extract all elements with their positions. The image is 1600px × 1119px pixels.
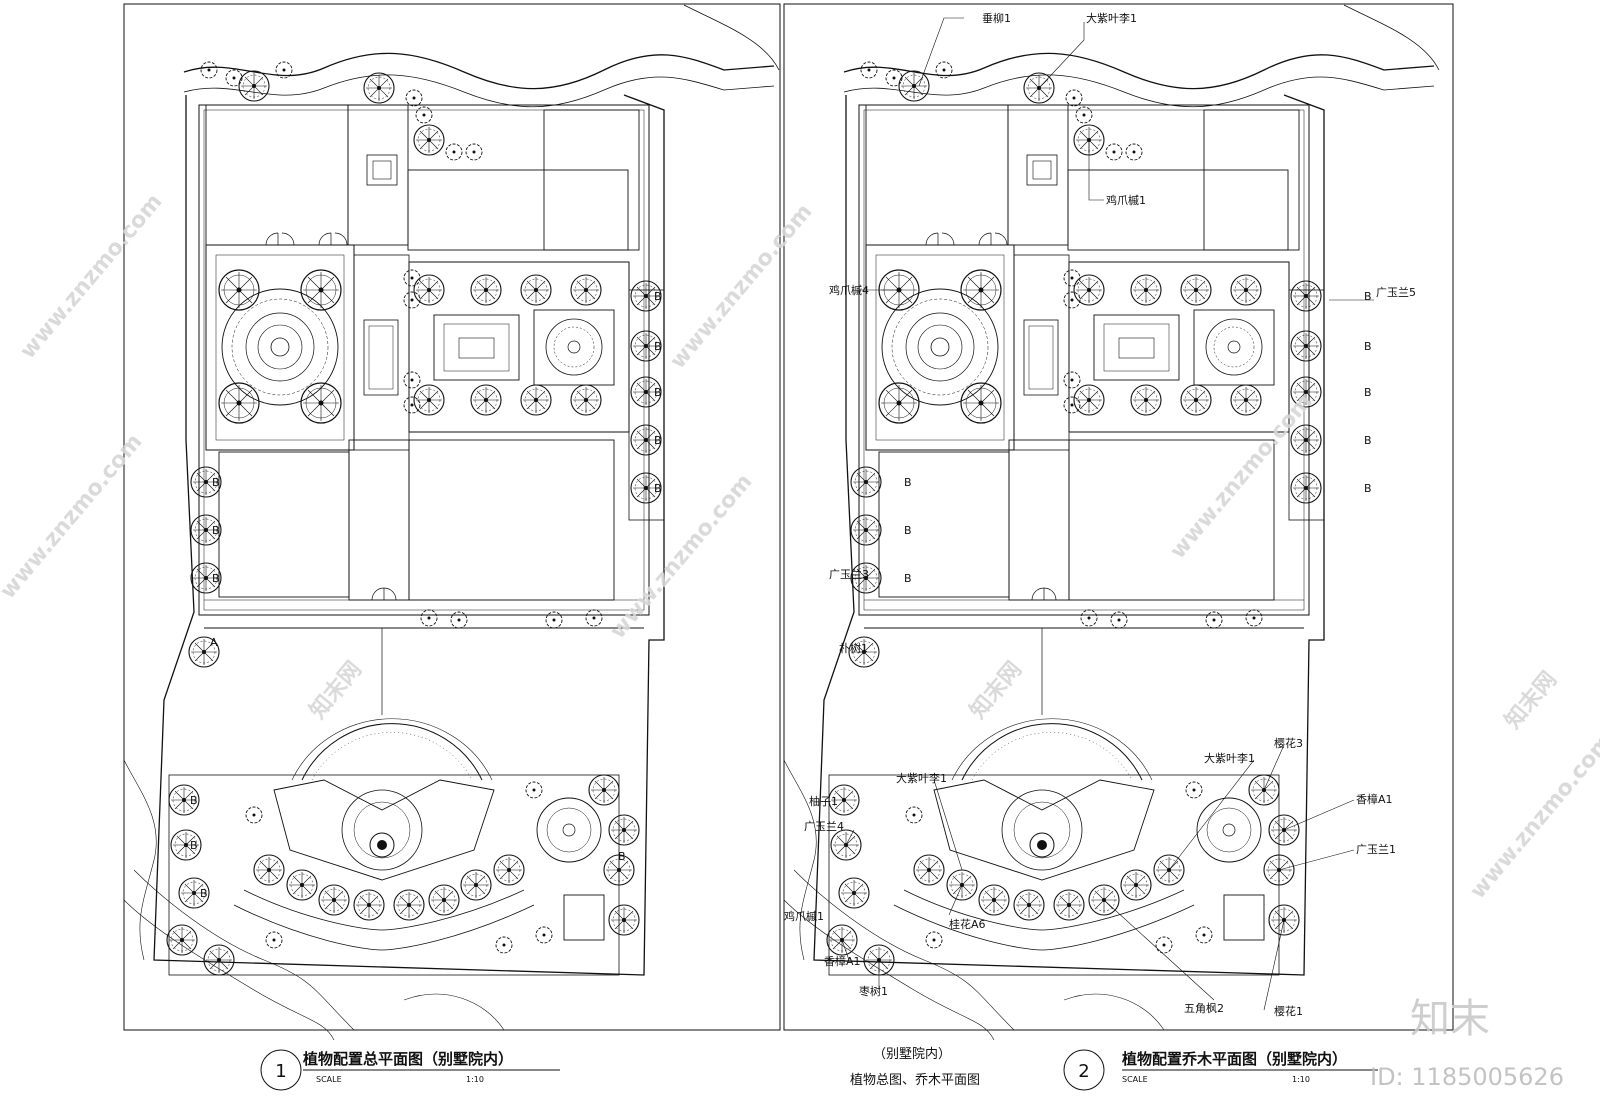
middle-caption-line2: 植物总图、乔木平面图 [850, 1073, 980, 1088]
panel1-frame [123, 3, 781, 1031]
panel2-scale-label: SCALE [1122, 1075, 1148, 1084]
label-yinghua3: 樱花3 [1274, 737, 1303, 750]
panel1-title-block: 1 植物配置总平面图（别墅院内） SCALE 1:10 [260, 1049, 560, 1091]
tag: B [1364, 434, 1372, 447]
watermark-brand: 知末网 [1500, 667, 1562, 734]
watermark-brand: 知末网 [965, 657, 1027, 724]
tag: B [904, 572, 912, 585]
tag: B [654, 340, 662, 353]
panel2-plan: B B B B B B B B [784, 5, 1439, 1040]
middle-caption-line1: （别墅院内） [873, 1046, 951, 1062]
label-dazi-right: 大紫叶李1 [1204, 751, 1255, 765]
watermark-site: www.znzmo.com [665, 199, 817, 373]
tag: B [1364, 386, 1372, 399]
panel1-number: 1 [275, 1061, 286, 1082]
watermark-id: ID: 1185005626 [1370, 1063, 1564, 1091]
tag: B [190, 794, 198, 807]
label-pushu: 朴树1 [839, 641, 868, 655]
tag: B [904, 476, 912, 489]
tag: B [904, 524, 912, 537]
watermark-site: www.znzmo.com [1465, 729, 1600, 903]
label-jizhua4: 鸡爪槭4 [829, 283, 869, 297]
panel2-title-block: 2 植物配置乔木平面图（别墅院内） SCALE 1:10 [1063, 1049, 1378, 1091]
label-zaoshu: 枣树1 [859, 984, 888, 998]
panel1-scale-label: SCALE [316, 1075, 342, 1084]
label-dazi-left: 大紫叶李1 [896, 771, 947, 785]
panel1-title: 植物配置总平面图（别墅院内） [303, 1050, 513, 1068]
tag: B [212, 524, 220, 537]
panel2-scale-value: 1:10 [1292, 1075, 1310, 1084]
tag: B [1364, 482, 1372, 495]
label-guangyu3: 广玉兰3 [829, 568, 869, 581]
middle-caption: （别墅院内） 植物总图、乔木平面图 [850, 1046, 980, 1088]
watermark-site: www.znzmo.com [15, 189, 167, 363]
label-xiangzhang-left: 香樟A1 [824, 954, 861, 968]
tag: B [654, 482, 662, 495]
label-dazi-top: 大紫叶李1 [1086, 11, 1137, 25]
watermarks: www.znzmo.com www.znzmo.com www.znzmo.co… [0, 189, 1600, 1091]
watermark-brand: 知末网 [305, 657, 367, 724]
label-guangyu-left: 广玉兰4 [804, 820, 844, 833]
tag: B [654, 290, 662, 303]
panel2-number: 2 [1078, 1061, 1089, 1082]
panel2-frame [783, 3, 1454, 1031]
tag: B [212, 476, 220, 489]
panel1-tags: B B B B B B B B B A B B B [190, 290, 662, 900]
panel2-plant-labels: 垂柳1 大紫叶李1 鸡爪槭1 鸡爪槭4 广玉兰5 广玉兰3 朴树1 大紫叶李1 … [784, 11, 1416, 1018]
label-guangyu1: 广玉兰1 [1356, 843, 1396, 856]
label-wujiao: 五角枫2 [1184, 1001, 1224, 1015]
watermark-site: www.znzmo.com [0, 429, 147, 603]
label-chuiliu: 垂柳1 [982, 11, 1011, 25]
tag: B [654, 434, 662, 447]
tag: B [212, 572, 220, 585]
watermark-site: www.znzmo.com [1165, 389, 1317, 563]
watermark-site: www.znzmo.com [605, 469, 757, 643]
label-jizhua-top: 鸡爪槭1 [1106, 193, 1146, 207]
panel2-tags: B B B B B B B B [904, 290, 1372, 585]
tag: B [190, 839, 198, 852]
label-guihua: 桂花A6 [949, 917, 986, 931]
label-yinghua1: 樱花1 [1274, 1005, 1303, 1018]
tag: B [200, 887, 208, 900]
panel2-leaders [838, 17, 1374, 1011]
label-guangyu5: 广玉兰5 [1376, 286, 1416, 299]
watermark-logo: 知末 [1410, 996, 1490, 1042]
label-jizhua-bottom: 鸡爪槭1 [784, 909, 824, 923]
label-youzi: 柚子1 [809, 794, 838, 808]
tag: B [1364, 340, 1372, 353]
panel1-scale-value: 1:10 [466, 1075, 484, 1084]
panel2-title: 植物配置乔木平面图（别墅院内） [1122, 1050, 1347, 1068]
tag: B [654, 386, 662, 399]
label-xiangzhang-right: 香樟A1 [1356, 792, 1393, 806]
tag: A [210, 636, 218, 649]
tag: B [1364, 290, 1372, 303]
panel1-plan: B B B B B B B B B A B B B [124, 5, 779, 1040]
tag: B [618, 850, 626, 863]
